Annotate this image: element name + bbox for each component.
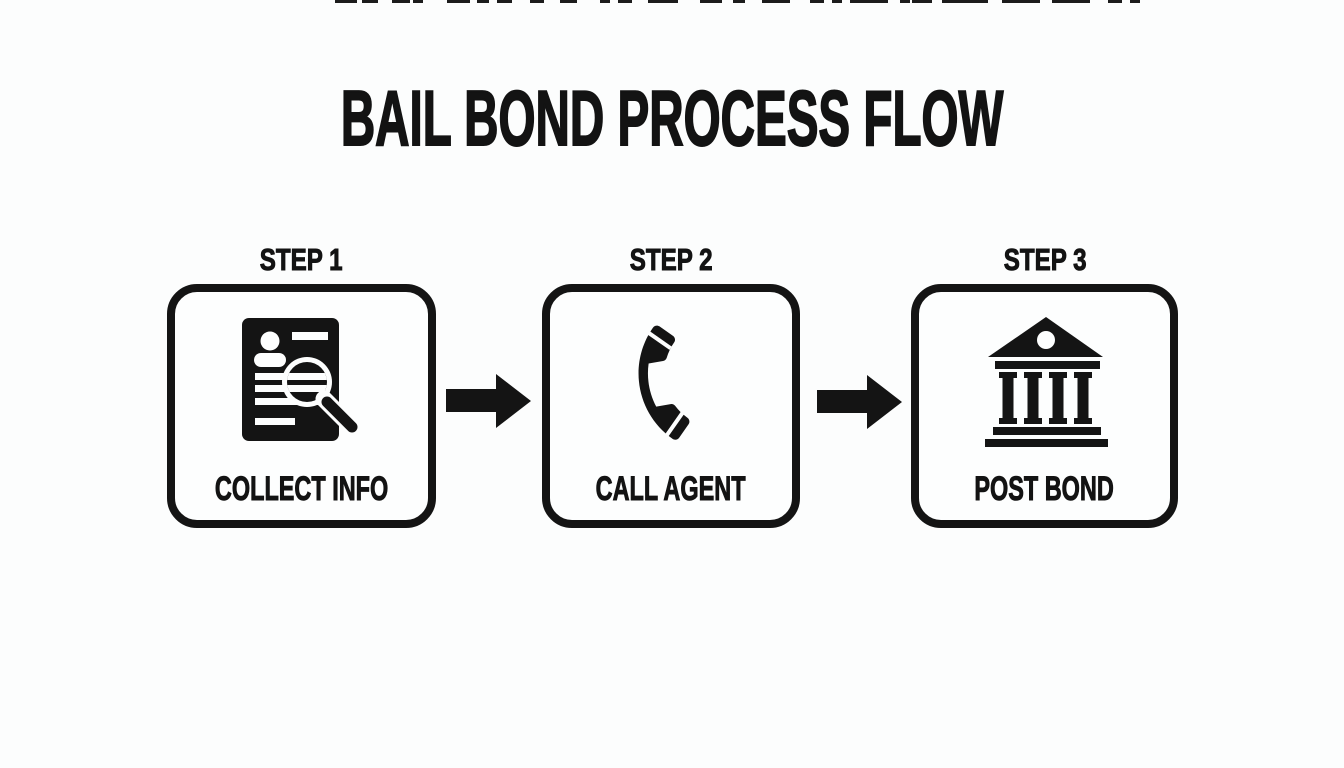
cropped-text-fragment — [413, 0, 423, 3]
cropped-text-fragment — [335, 0, 357, 3]
cropped-text-fragment — [362, 0, 378, 3]
cropped-text-fragment — [477, 0, 489, 3]
cropped-text-fragment — [762, 0, 790, 3]
cropped-text-fragment — [832, 0, 842, 3]
cropped-text-fragment — [900, 0, 910, 3]
cropped-text-fragment — [700, 0, 722, 3]
cropped-text-fragment — [618, 0, 632, 3]
step-2-action: CALL AGENT — [596, 470, 747, 508]
cropped-text-fragment — [1108, 0, 1122, 3]
arrow-right-icon — [817, 375, 902, 429]
bank-building-icon — [984, 317, 1108, 447]
step-2-box: CALL AGENT — [542, 284, 800, 528]
cropped-text-fragment — [1130, 0, 1140, 3]
cropped-text-fragment — [733, 0, 745, 3]
step-3-box: POST BOND — [911, 284, 1178, 528]
step-2-label: STEP 2 — [629, 242, 713, 277]
cropped-text-fragment — [1052, 0, 1090, 3]
cropped-text-fragment — [912, 0, 932, 3]
cropped-text-fragment — [530, 0, 544, 3]
cropped-text-fragment — [600, 0, 610, 3]
arrow-right-icon — [446, 374, 531, 428]
cropped-text-fragment — [497, 0, 512, 3]
page-title-text: BAIL BOND PROCESS FLOW — [340, 74, 1004, 162]
cropped-text-fragment — [560, 0, 577, 3]
step-1-box: COLLECT INFO — [167, 284, 436, 528]
page-title: BAIL BOND PROCESS FLOW — [0, 74, 1344, 162]
cropped-text-fragment — [447, 0, 470, 3]
step-3-label: STEP 3 — [1003, 242, 1087, 277]
document-search-icon — [241, 318, 363, 441]
step-3-action: POST BOND — [974, 470, 1115, 508]
step-1-action: COLLECT INFO — [214, 470, 389, 508]
cropped-text-fragment — [648, 0, 678, 3]
cropped-text-fragment — [810, 0, 824, 3]
cropped-text-fragment — [850, 0, 888, 3]
phone-handset-icon — [638, 325, 690, 440]
step-1-label: STEP 1 — [259, 242, 343, 277]
cropped-text-fragment — [392, 0, 410, 3]
cropped-text-fragment — [942, 0, 988, 3]
cropped-text-fragment — [1002, 0, 1040, 3]
